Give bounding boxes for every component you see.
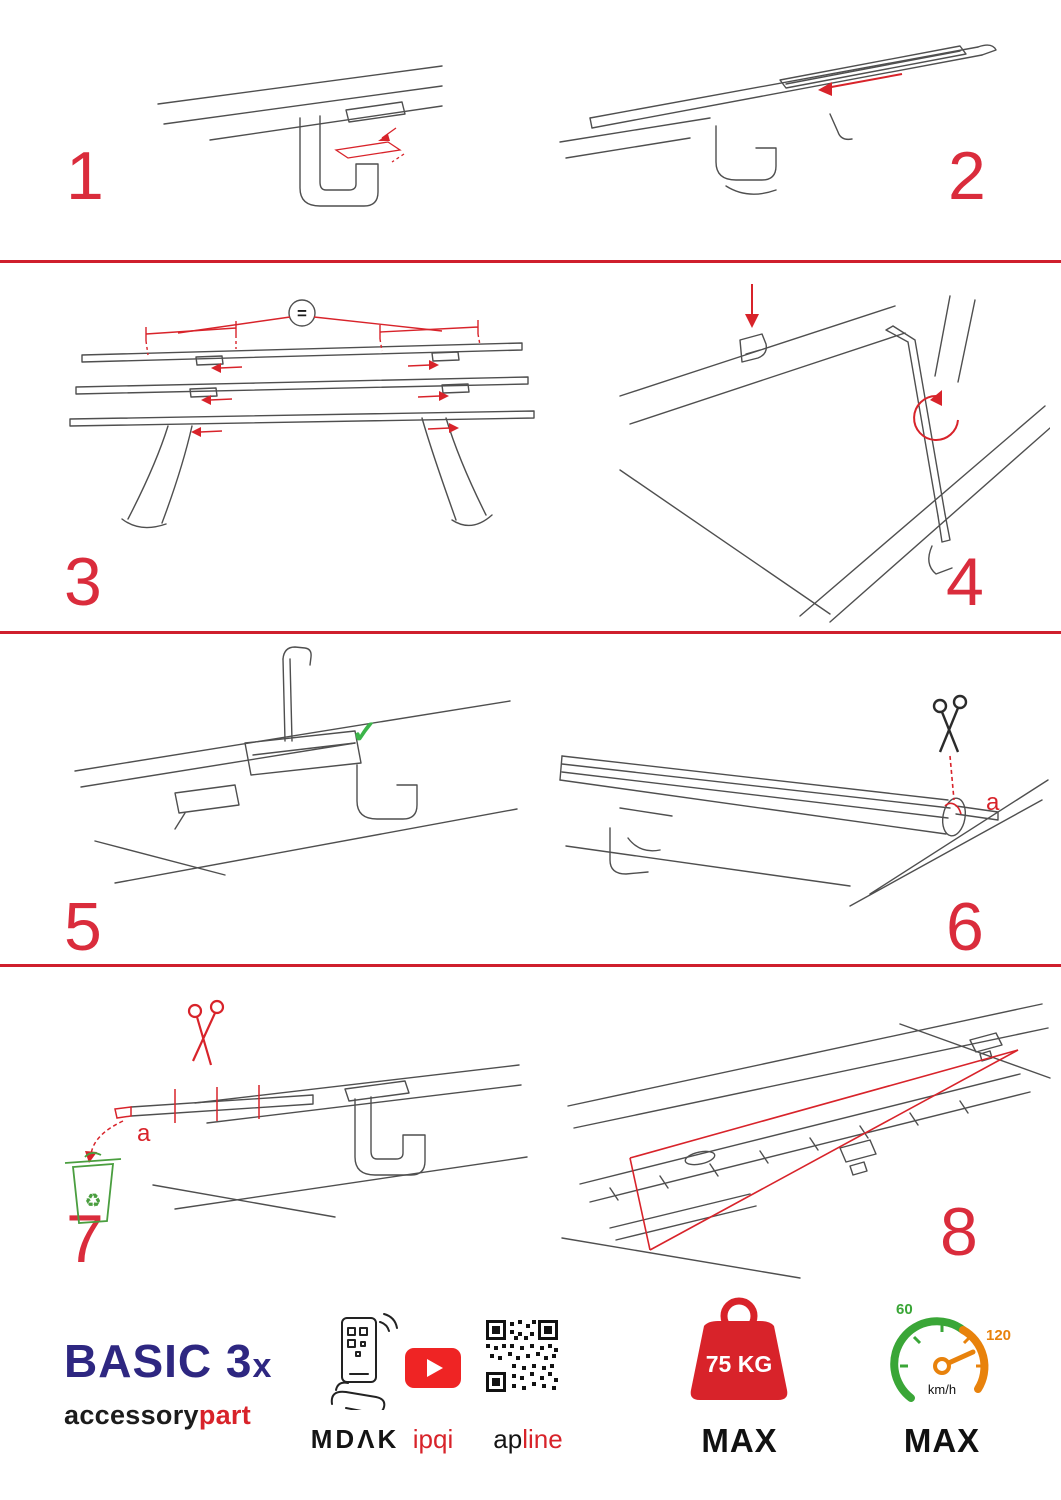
hook-check-sketch bbox=[74, 646, 518, 884]
strip-clamp-sketch bbox=[130, 1064, 528, 1218]
speed-60-label: 60 bbox=[896, 1301, 913, 1318]
insert-and-turn-annotations bbox=[745, 284, 959, 441]
step-7-drawing: a ♻ bbox=[64, 999, 528, 1224]
logo-apline-red: line bbox=[522, 1424, 563, 1454]
spacing-arrowheads bbox=[191, 360, 459, 437]
step-3-number: 3 bbox=[64, 544, 102, 620]
red-pad-annotation bbox=[334, 127, 405, 163]
brand-sub-black: accessory bbox=[64, 1400, 199, 1430]
logo-apline: apline bbox=[478, 1424, 578, 1455]
logo-mdak: MDΛK bbox=[310, 1424, 400, 1454]
step-7-number: 7 bbox=[66, 1201, 104, 1277]
scissors-red-icon bbox=[187, 999, 225, 1066]
logo-apline-black: ap bbox=[493, 1424, 523, 1454]
step-5-number: 5 bbox=[64, 889, 102, 965]
step-8-number: 8 bbox=[940, 1194, 978, 1270]
section-divider bbox=[0, 631, 1061, 634]
step-4-number: 4 bbox=[946, 544, 984, 620]
step-3-drawing: = bbox=[69, 299, 535, 529]
roof-clamp-sketch bbox=[157, 65, 443, 207]
brand-sub-red: part bbox=[198, 1400, 252, 1430]
step-2-drawing bbox=[559, 44, 997, 195]
trash-bin-icon bbox=[64, 1152, 122, 1224]
cut-annotation bbox=[944, 755, 962, 815]
step-5-drawing: ✓ bbox=[74, 646, 518, 884]
speedometer-icon: 60 120 km/h bbox=[890, 1301, 1011, 1402]
section-divider bbox=[0, 260, 1061, 263]
logo-ipqi: ipqi bbox=[412, 1424, 454, 1454]
step-8-drawing bbox=[561, 1003, 1051, 1279]
section-divider bbox=[0, 964, 1061, 967]
cut-discard-annotations bbox=[85, 1085, 260, 1163]
step-2-number: 2 bbox=[948, 138, 986, 214]
step-1-number: 1 bbox=[66, 138, 104, 214]
brand-block: BASIC 3x accessorypart bbox=[64, 1334, 272, 1431]
check-icon: ✓ bbox=[351, 714, 378, 750]
weight-value: 75 KG bbox=[706, 1351, 772, 1377]
step-4-drawing bbox=[619, 284, 1050, 623]
brand-title-suffix: x bbox=[252, 1347, 273, 1385]
recycle-icon: ♻ bbox=[84, 1191, 101, 1212]
speed-120-label: 120 bbox=[986, 1327, 1011, 1344]
strip-label-a: a bbox=[986, 789, 1000, 816]
step-6-number: 6 bbox=[946, 889, 984, 965]
slide-arrow bbox=[818, 73, 903, 96]
step-1-drawing bbox=[157, 65, 443, 207]
brand-title-main: BASIC 3 bbox=[64, 1335, 253, 1387]
speed-max-label: MAX bbox=[903, 1422, 981, 1459]
brand-subtitle: accessorypart bbox=[64, 1400, 272, 1431]
speed-unit-label: km/h bbox=[928, 1382, 956, 1397]
scan-qr-phone-icon bbox=[330, 1313, 398, 1410]
scissors-icon bbox=[932, 694, 968, 753]
max-weight-icon: 75 KG bbox=[690, 1297, 788, 1400]
alignment-lines bbox=[629, 1049, 1019, 1251]
qr-code bbox=[486, 1320, 558, 1392]
equal-spacing-symbol: = bbox=[297, 304, 307, 323]
strip-label-a: a bbox=[137, 1120, 151, 1147]
spacing-annotations bbox=[145, 316, 481, 433]
brand-title: BASIC 3x bbox=[64, 1334, 272, 1388]
allen-key-sketch bbox=[619, 295, 1050, 623]
bar-cover-sketch bbox=[559, 44, 997, 195]
three-bars-sketch bbox=[69, 299, 535, 529]
roof-bars-sketch bbox=[561, 1003, 1051, 1279]
weight-max-label: MAX bbox=[701, 1422, 778, 1459]
step-6-drawing: a bbox=[559, 694, 1049, 907]
bar-strip-sketch bbox=[559, 755, 1049, 907]
youtube-icon bbox=[405, 1348, 461, 1388]
